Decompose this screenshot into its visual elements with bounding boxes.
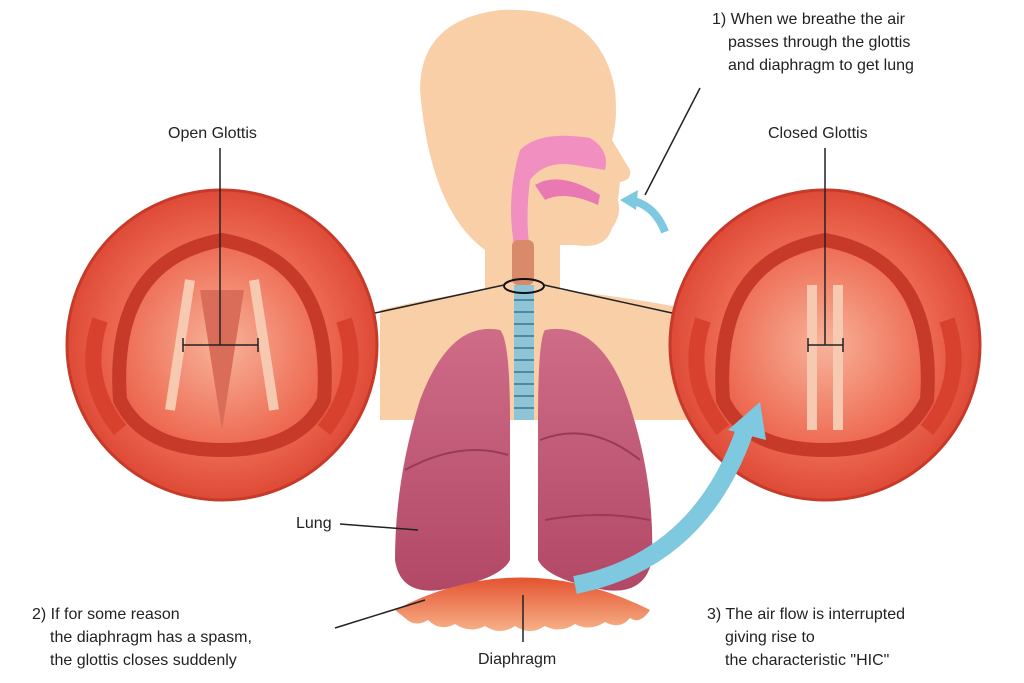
step2-note: 2) If for some reason the diaphragm has … [32,603,252,672]
note-line: the diaphragm has a spasm, [50,629,252,646]
note-line: giving rise to [725,629,815,646]
note-line: the glottis closes suddenly [50,652,237,669]
note-line: 1) When we breathe the air [712,11,905,28]
human-silhouette [380,9,690,420]
step1-note: 1) When we breathe the air passes throug… [712,8,914,77]
trachea [503,240,545,420]
open-glottis-label: Open Glottis [168,125,257,142]
note-line: and diaphragm to get lung [728,57,914,74]
diaphragm-label: Diaphragm [478,651,557,668]
left-lung [395,328,510,591]
note-line: 2) If for some reason [32,606,180,623]
step3-note: 3) The air flow is interrupted giving ri… [707,603,905,672]
note-line: passes through the glottis [728,34,911,51]
airflow-arrow-icon [573,427,754,594]
nasal-cavity [511,135,606,250]
lung-label: Lung [296,515,332,532]
note-line: the characteristic "HIC" [725,652,890,669]
right-lung [538,328,653,591]
leader-lines [182,87,844,642]
closed-glottis-label: Closed Glottis [768,125,868,142]
glottis-marker [503,278,545,294]
note-line: 3) The air flow is interrupted [707,606,906,623]
